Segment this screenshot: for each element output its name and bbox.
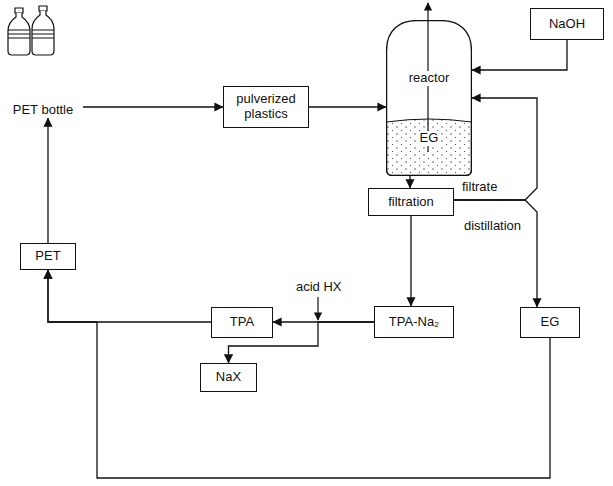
node-label: PET [35, 249, 60, 264]
flow-arrow [409, 176, 410, 188]
edge-label: distillation [462, 219, 523, 234]
byproduct-box: NaX [200, 363, 257, 392]
product-box: EG [520, 307, 580, 338]
reactor-vessel: reactorEG [386, 20, 472, 176]
flow-arrow [47, 118, 48, 243]
reactor-outline [386, 20, 472, 176]
text-group: PET bottle [13, 103, 73, 118]
illustration-caption: PET bottle [3, 2, 83, 118]
liquid-name: EG [417, 131, 442, 146]
node-label: TPA-Na₂ [389, 315, 439, 330]
input-box: NaOH [530, 8, 604, 40]
text-slot: EG [386, 130, 472, 146]
flow-arrow [410, 216, 411, 306]
text-slot: reactor [386, 70, 472, 86]
flow-arrow [48, 270, 211, 322]
input-label: acid HX [294, 280, 344, 295]
vessel-wall [387, 21, 472, 176]
flow-arrow [454, 200, 537, 307]
node-label: pulverized plastics [224, 92, 308, 122]
node-label: filtration [388, 195, 434, 210]
acid-feed-arrow [317, 297, 318, 320]
text-group: EG [541, 315, 560, 330]
liquid-level [387, 119, 472, 175]
vessel-name: reactor [406, 71, 452, 86]
product-box: TPA-Na₂ [374, 306, 454, 338]
text-group: filtration [388, 195, 434, 210]
node-label: NaOH [549, 17, 585, 32]
pet-bottle-illustration [8, 6, 54, 55]
text-group: NaX [216, 370, 241, 385]
text-group: pulverized plastics [224, 92, 308, 122]
flow-arrow [472, 40, 567, 70]
process-box: pulverized plastics [223, 86, 309, 128]
flow-arrow [48, 270, 550, 478]
flow-arrow [309, 106, 386, 107]
edge-label: filtrate [460, 180, 499, 195]
text-group: NaOH [549, 17, 585, 32]
product-box: PET [20, 243, 76, 270]
node-label: PET bottle [13, 103, 73, 118]
text-group: TPA-Na₂ [389, 315, 439, 330]
text-group: TPA [230, 315, 254, 330]
process-box: filtration [368, 188, 454, 216]
flow-arrow [83, 106, 223, 107]
product-box: TPA [211, 307, 273, 338]
node-label: NaX [216, 370, 241, 385]
node-label: TPA [230, 315, 254, 330]
text-group: PET [35, 249, 60, 264]
node-label: EG [541, 315, 560, 330]
